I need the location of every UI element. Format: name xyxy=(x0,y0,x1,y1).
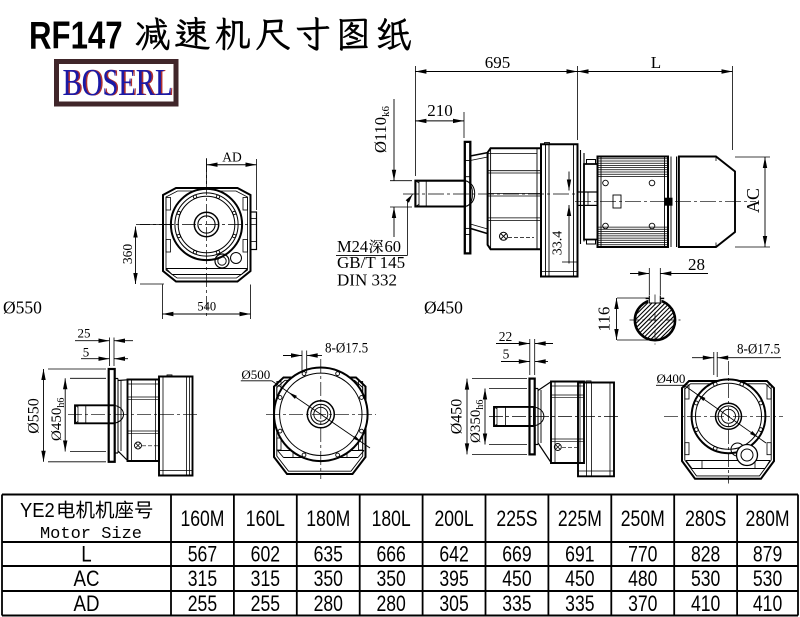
svg-text:280S: 280S xyxy=(685,507,726,531)
svg-text:28: 28 xyxy=(688,255,705,274)
svg-text:160L: 160L xyxy=(246,507,285,531)
svg-text:770: 770 xyxy=(628,543,657,567)
svg-text:225M: 225M xyxy=(558,507,602,531)
svg-text:305: 305 xyxy=(439,592,468,616)
svg-text:602: 602 xyxy=(251,543,280,567)
svg-text:410: 410 xyxy=(691,592,720,616)
svg-text:691: 691 xyxy=(565,543,594,567)
svg-text:22: 22 xyxy=(499,329,513,344)
svg-text:695: 695 xyxy=(485,53,511,72)
svg-text:60: 60 xyxy=(385,237,402,256)
svg-text:450: 450 xyxy=(502,567,531,591)
svg-text:828: 828 xyxy=(691,543,720,567)
svg-text:DIN 332: DIN 332 xyxy=(337,271,397,290)
svg-text:AD: AD xyxy=(222,150,242,165)
svg-text:Ø400: Ø400 xyxy=(657,371,686,386)
svg-text:Ø350h6: Ø350h6 xyxy=(468,400,486,443)
svg-text:669: 669 xyxy=(502,543,531,567)
svg-text:Ø450h6: Ø450h6 xyxy=(49,398,67,441)
svg-text:8-Ø17.5: 8-Ø17.5 xyxy=(325,340,368,356)
svg-text:BOSERL: BOSERL xyxy=(64,62,174,104)
svg-text:567: 567 xyxy=(188,543,217,567)
svg-text:5: 5 xyxy=(83,345,90,360)
svg-text:350: 350 xyxy=(314,567,343,591)
svg-text:360: 360 xyxy=(120,244,135,265)
svg-text:250M: 250M xyxy=(621,507,665,531)
svg-text:Ø110k6: Ø110k6 xyxy=(371,105,392,153)
svg-text:395: 395 xyxy=(439,567,468,591)
svg-text:AD: AD xyxy=(74,593,100,617)
svg-text:Ø500: Ø500 xyxy=(241,367,270,382)
svg-text:280: 280 xyxy=(314,592,343,616)
svg-text:225S: 225S xyxy=(496,507,537,531)
svg-text:280M: 280M xyxy=(746,507,790,531)
svg-text:33.4: 33.4 xyxy=(551,231,566,256)
svg-text:370: 370 xyxy=(628,592,657,616)
svg-text:L: L xyxy=(651,53,661,72)
svg-text:635: 635 xyxy=(314,543,343,567)
svg-text:YE2: YE2 xyxy=(20,500,55,522)
svg-text:255: 255 xyxy=(251,592,280,616)
svg-text:Motor Size: Motor Size xyxy=(40,525,142,544)
svg-text:L: L xyxy=(81,543,91,567)
svg-text:315: 315 xyxy=(188,567,217,591)
svg-text:180L: 180L xyxy=(372,507,411,531)
svg-text:540: 540 xyxy=(197,300,216,314)
svg-text:200L: 200L xyxy=(434,507,473,531)
svg-text:879: 879 xyxy=(753,543,782,567)
svg-text:530: 530 xyxy=(691,567,720,591)
svg-text:255: 255 xyxy=(188,592,217,616)
svg-text:335: 335 xyxy=(565,592,594,616)
svg-text:410: 410 xyxy=(753,592,782,616)
svg-text:642: 642 xyxy=(439,543,468,567)
svg-text:RF147: RF147 xyxy=(29,14,123,57)
svg-text:GB/T 145: GB/T 145 xyxy=(337,253,405,272)
svg-text:116: 116 xyxy=(595,307,614,332)
svg-text:530: 530 xyxy=(753,567,782,591)
svg-text:Ø450: Ø450 xyxy=(424,298,463,318)
svg-text:Ø550: Ø550 xyxy=(26,398,43,434)
svg-text:160M: 160M xyxy=(180,507,224,531)
svg-text:M24: M24 xyxy=(337,237,368,256)
svg-text:180M: 180M xyxy=(306,507,350,531)
svg-text:Ø550: Ø550 xyxy=(3,298,42,318)
svg-text:25: 25 xyxy=(78,326,91,341)
svg-text:666: 666 xyxy=(376,543,405,567)
svg-text:280: 280 xyxy=(376,592,405,616)
svg-text:480: 480 xyxy=(628,567,657,591)
svg-text:5: 5 xyxy=(503,347,510,362)
svg-text:AC: AC xyxy=(74,568,100,592)
svg-text:315: 315 xyxy=(251,567,280,591)
svg-text:335: 335 xyxy=(502,592,531,616)
svg-text:210: 210 xyxy=(427,101,453,120)
svg-text:450: 450 xyxy=(565,567,594,591)
svg-text:Ø450: Ø450 xyxy=(449,399,466,435)
svg-text:350: 350 xyxy=(376,567,405,591)
svg-text:AC: AC xyxy=(743,188,763,213)
svg-text:BOSERL: BOSERL xyxy=(63,62,173,104)
svg-text:8-Ø17.5: 8-Ø17.5 xyxy=(737,341,780,357)
